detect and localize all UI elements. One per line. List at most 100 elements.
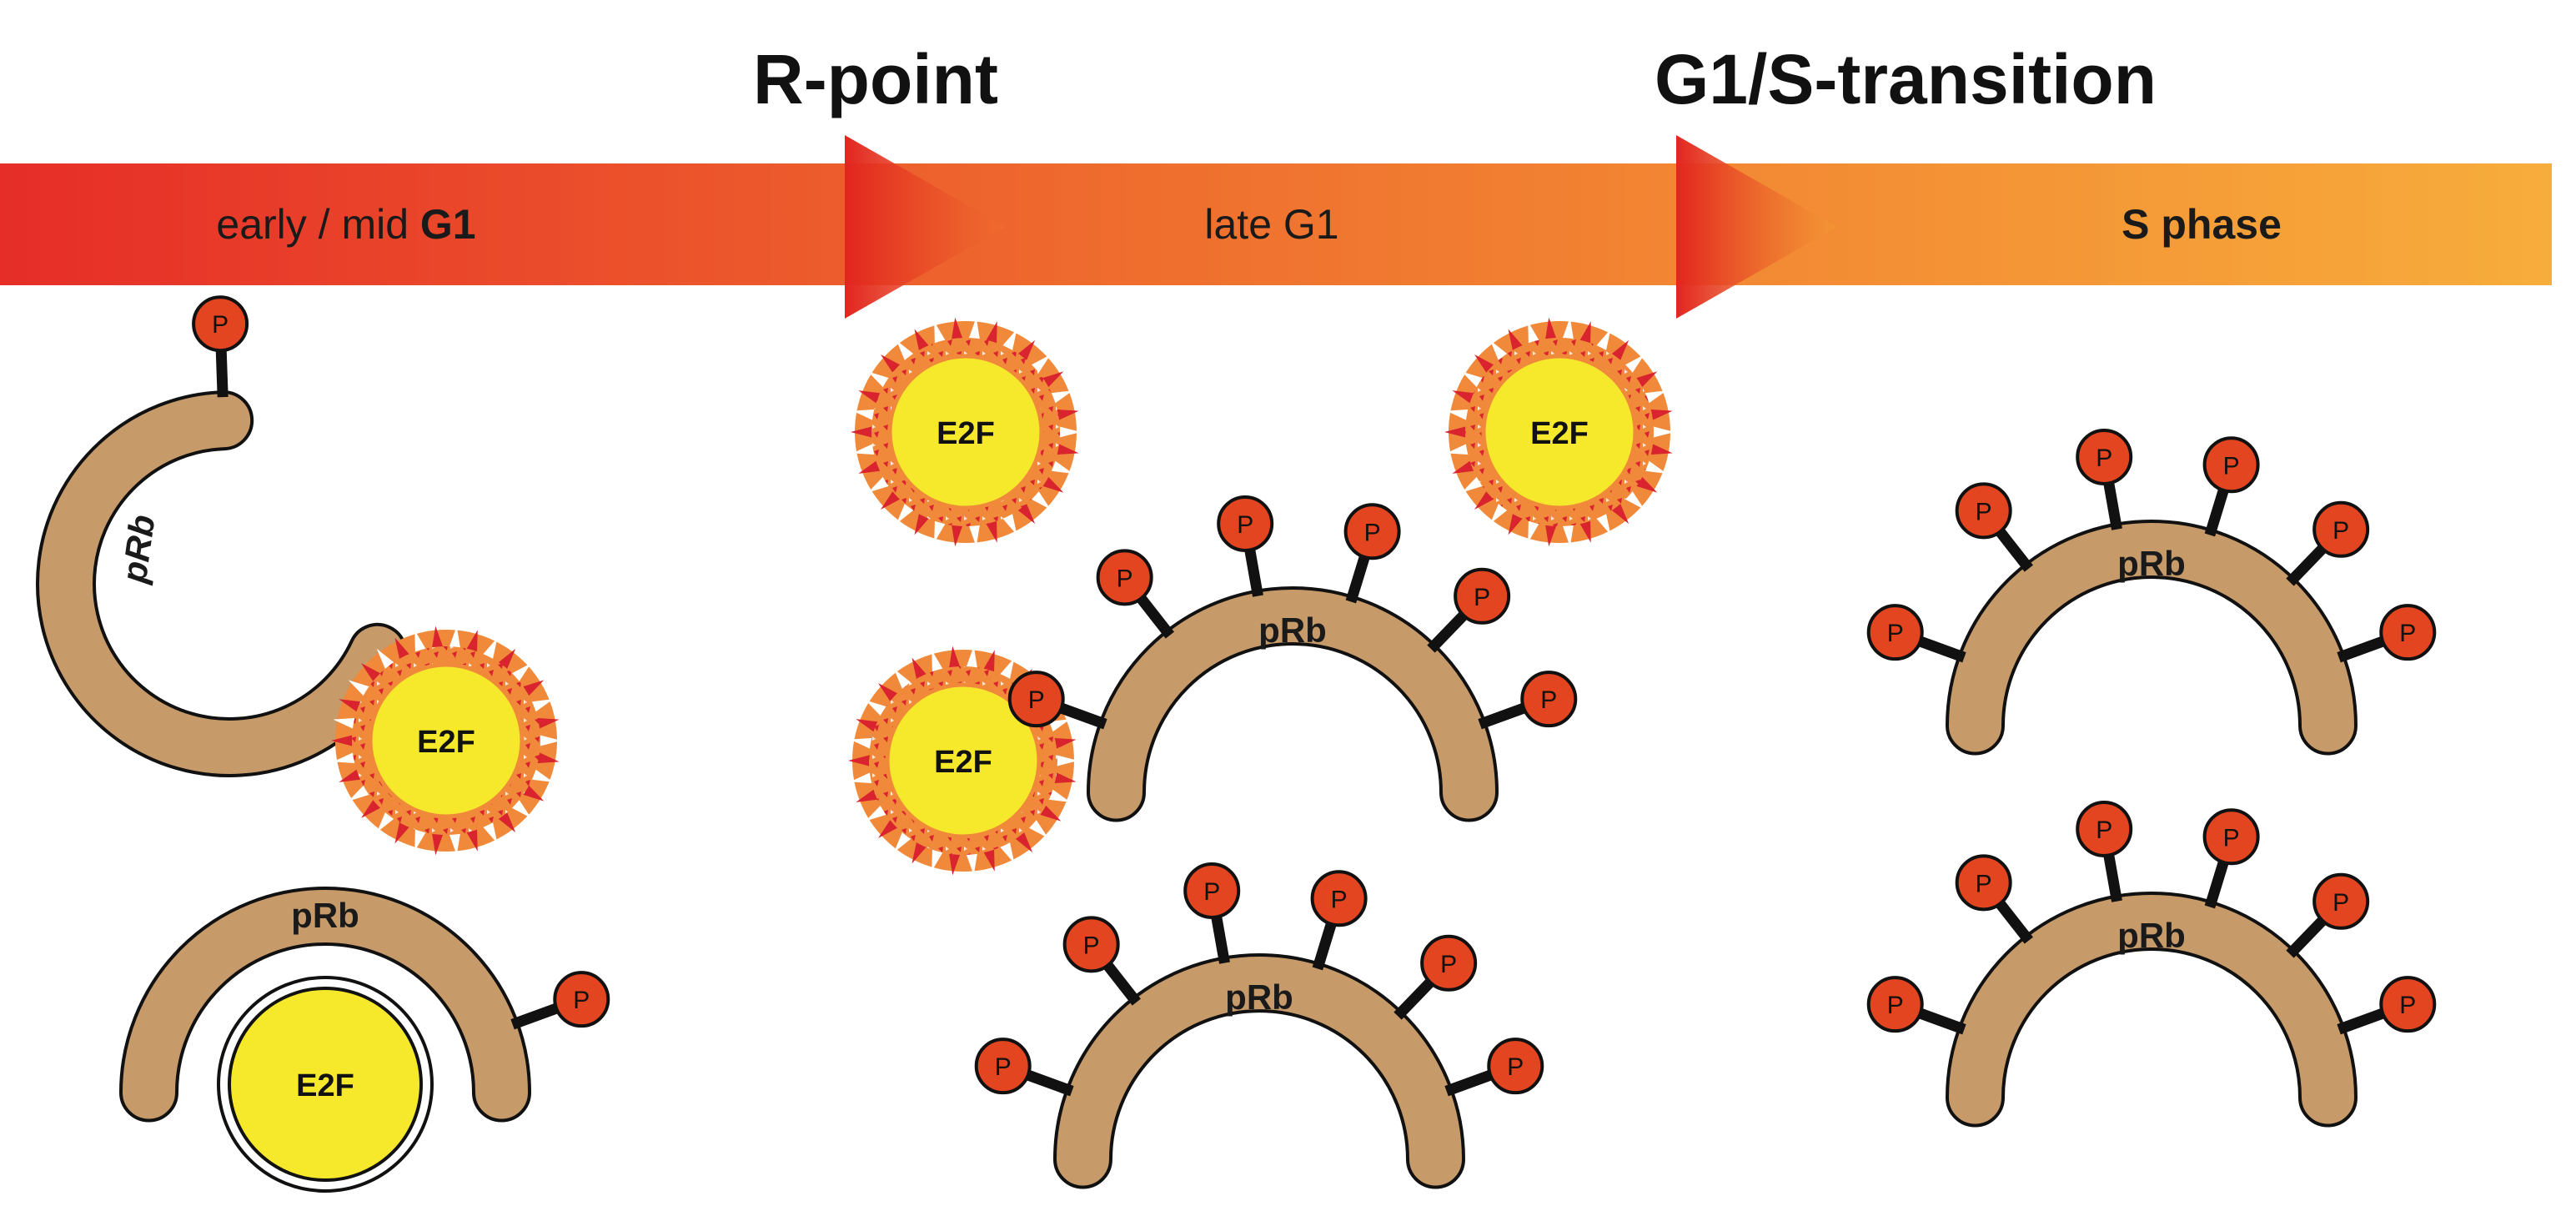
e2f-spike bbox=[466, 828, 478, 852]
phosphate-stalk bbox=[1916, 1008, 1966, 1035]
phosphate: P bbox=[2286, 872, 2370, 958]
e2f-spike bbox=[893, 668, 911, 690]
phosphate-stalk bbox=[1393, 977, 1435, 1020]
e2f-spike bbox=[394, 822, 410, 844]
e2f-spike bbox=[1042, 476, 1064, 493]
e2f-spike bbox=[966, 852, 978, 876]
e2f-spike bbox=[856, 719, 879, 732]
phosphate-icon bbox=[192, 295, 249, 353]
e2f-spike bbox=[333, 751, 356, 764]
e2f-spike bbox=[331, 735, 354, 746]
e2f-spike bbox=[431, 626, 444, 649]
phosphate-label: P bbox=[2223, 824, 2240, 852]
e2f-spike bbox=[1050, 390, 1073, 404]
phosphate-icon bbox=[1866, 976, 1924, 1033]
phosphate-label: P bbox=[2096, 445, 2112, 472]
e2f-spike bbox=[536, 751, 560, 764]
e2f-spike bbox=[482, 637, 498, 660]
e2f-spike bbox=[376, 812, 394, 833]
phosphate-stalk bbox=[1995, 898, 2033, 944]
phosphate-icon bbox=[1487, 1038, 1544, 1095]
phosphate: P bbox=[510, 971, 610, 1030]
phosphate-stalk bbox=[1312, 921, 1338, 971]
e2f-spike bbox=[522, 680, 545, 696]
e2f-spike bbox=[951, 524, 963, 547]
phase-label-early-prefix: early / mid bbox=[216, 201, 420, 248]
e2f-spike bbox=[414, 828, 426, 852]
phosphate-icon bbox=[2379, 604, 2437, 661]
e2f-spike bbox=[539, 735, 561, 746]
phosphate-icon bbox=[2202, 808, 2260, 866]
e2f-spike bbox=[339, 699, 362, 712]
e2f-spike bbox=[914, 513, 930, 535]
e2f-spike bbox=[414, 630, 426, 653]
e2f-spike bbox=[852, 443, 876, 455]
phosphate: P bbox=[1183, 862, 1241, 964]
e2f-spike bbox=[1002, 513, 1017, 535]
phosphate: P bbox=[1310, 870, 1368, 971]
phosphate-icon bbox=[553, 971, 610, 1028]
phosphate-label: P bbox=[1976, 870, 1992, 897]
phosphate-stalk bbox=[2204, 487, 2230, 537]
phosphate-label: P bbox=[1331, 886, 1348, 913]
phosphate-label: P bbox=[212, 311, 228, 339]
e2f-spike bbox=[1579, 520, 1591, 543]
e2f-spike bbox=[850, 737, 873, 750]
e2f-spike bbox=[948, 646, 961, 669]
e2f-spike bbox=[1544, 524, 1557, 547]
e2f-spike bbox=[983, 650, 995, 673]
e2f-spike bbox=[1474, 354, 1494, 374]
e2f-spike bbox=[856, 789, 879, 802]
phosphate-label: P bbox=[995, 1053, 1012, 1081]
phosphate-icon bbox=[1955, 854, 2012, 912]
e2f-spike bbox=[931, 848, 943, 872]
e2f-spike bbox=[1047, 789, 1071, 802]
phosphate: P bbox=[1866, 604, 1966, 663]
phosphate-stalk bbox=[2337, 636, 2387, 663]
e2f-spike bbox=[1058, 426, 1081, 438]
e2f-spike bbox=[1595, 329, 1611, 351]
phosphate-label: P bbox=[1117, 565, 1133, 592]
phosphate-icon bbox=[1420, 934, 1478, 992]
phosphate-label: P bbox=[1474, 584, 1490, 611]
phosphate-stalk bbox=[510, 1002, 560, 1030]
phosphate: P bbox=[192, 295, 249, 398]
phosphate: P bbox=[2337, 604, 2437, 663]
e2f-spike bbox=[1031, 354, 1051, 374]
e2f-spike bbox=[511, 799, 531, 818]
phosphate-icon bbox=[1454, 567, 1511, 625]
e2f-bound-plain-circle-icon bbox=[228, 987, 423, 1182]
e2f-spike bbox=[466, 630, 478, 653]
phosphate-icon bbox=[1310, 870, 1368, 927]
e2f-spike bbox=[1474, 490, 1494, 510]
e2f-spike bbox=[893, 832, 911, 853]
phosphate: P bbox=[1062, 916, 1141, 1006]
e2f-spike bbox=[1644, 390, 1667, 404]
checkpoint-g1s-transition: G1/S-transition bbox=[1655, 40, 2157, 118]
e2f-spike bbox=[1047, 719, 1071, 732]
phosphate-label: P bbox=[1440, 951, 1457, 978]
e2f-spike bbox=[1444, 426, 1467, 438]
e2f-spike bbox=[1635, 371, 1658, 388]
e2f-spike bbox=[878, 683, 898, 702]
phosphate-label: P bbox=[1887, 620, 1904, 647]
phosphate-icon bbox=[1096, 549, 1153, 606]
e2f-spike bbox=[896, 339, 914, 361]
e2f-spike bbox=[1056, 409, 1079, 421]
e2f-spike bbox=[530, 699, 554, 712]
phase-arrow: early / mid G1 late G1 S phase bbox=[0, 135, 2552, 319]
phosphate-label: P bbox=[2332, 517, 2349, 545]
e2f-spike bbox=[1056, 443, 1079, 455]
phosphate: P bbox=[1444, 1038, 1544, 1097]
phase-label-s: S phase bbox=[2122, 201, 2282, 248]
e2f-spike bbox=[1002, 329, 1017, 351]
prb-label: pRb bbox=[2117, 544, 2186, 583]
phosphate-icon bbox=[1183, 862, 1241, 919]
phosphate-label: P bbox=[573, 987, 590, 1014]
e2f-spike bbox=[850, 771, 873, 784]
e2f-label: E2F bbox=[1530, 416, 1589, 451]
